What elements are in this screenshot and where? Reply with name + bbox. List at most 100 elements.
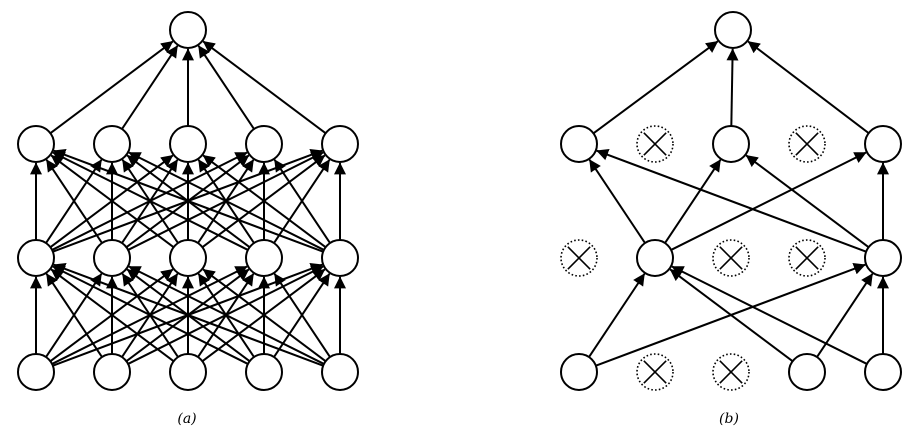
panel-b-hidden1-dropped-unit: [712, 239, 750, 277]
cross-icon: [795, 246, 819, 270]
panel-a-connection-arrow: [45, 273, 103, 358]
panel-a-output-unit: [169, 11, 207, 49]
panel-b-hidden2-unit: [864, 125, 902, 163]
panel-a-edges: [30, 40, 346, 367]
panel-a-connection-arrow: [273, 159, 331, 244]
cross-icon: [567, 246, 591, 270]
panel-a-hidden1-unit: [93, 239, 131, 277]
panel-b-connection-arrow: [588, 273, 646, 358]
panel-a-hidden1-unit: [245, 239, 283, 277]
panel-b-connection-arrow: [670, 151, 867, 251]
panel-a: (a): [17, 11, 359, 427]
unit-circle: [636, 239, 674, 277]
unit-circle: [714, 11, 752, 49]
panel-b-connection-arrow: [664, 159, 722, 244]
panel-a-connection-arrow: [52, 151, 249, 251]
panel-a-input-unit: [245, 353, 283, 391]
panel-b-hidden2-dropped-unit: [636, 125, 674, 163]
unit-circle: [712, 125, 750, 163]
panel-b-hidden1-unit: [864, 239, 902, 277]
panel-a-nodes: [17, 11, 359, 391]
cross-icon: [643, 360, 667, 384]
panel-b-output-unit: [714, 11, 752, 49]
panel-b-connection-arrow: [588, 159, 646, 244]
panel-b-connection-arrow: [816, 273, 874, 358]
unit-circle: [17, 353, 55, 391]
panel-b-connection-arrow: [596, 149, 867, 253]
panel-b-hidden1-dropped-unit: [560, 239, 598, 277]
panel-b-hidden1-dropped-unit: [788, 239, 826, 277]
panel-a-hidden2-unit: [169, 125, 207, 163]
unit-circle: [245, 353, 283, 391]
panel-b-hidden2-dropped-unit: [788, 125, 826, 163]
cross-icon: [643, 132, 667, 156]
panel-a-hidden2-unit: [17, 125, 55, 163]
panel-a-hidden1-unit: [17, 239, 55, 277]
panel-a-caption: (a): [177, 411, 196, 427]
unit-circle: [864, 353, 902, 391]
unit-circle: [169, 11, 207, 49]
panel-a-connection-arrow: [50, 268, 175, 363]
unit-circle: [93, 125, 131, 163]
panel-a-connection-arrow: [128, 151, 325, 251]
unit-circle: [93, 353, 131, 391]
panel-a-input-unit: [93, 353, 131, 391]
panel-a-hidden2-unit: [245, 125, 283, 163]
panel-a-input-unit: [169, 353, 207, 391]
panel-a-hidden2-unit: [93, 125, 131, 163]
unit-circle: [17, 125, 55, 163]
panel-a-connection-arrow: [53, 149, 324, 253]
unit-circle: [321, 353, 359, 391]
panel-b-connection-arrow: [747, 40, 870, 134]
panel-a-input-unit: [17, 353, 55, 391]
unit-circle: [788, 353, 826, 391]
panel-b-caption: (b): [719, 411, 739, 427]
unit-circle: [93, 239, 131, 277]
panel-b-hidden2-unit: [712, 125, 750, 163]
unit-circle: [245, 239, 283, 277]
panel-b-input-dropped-unit: [712, 353, 750, 391]
panel-a-input-unit: [321, 353, 359, 391]
panel-b-edges: [588, 40, 889, 367]
panel-b-connection-arrow: [745, 154, 870, 248]
unit-circle: [169, 125, 207, 163]
unit-circle: [864, 239, 902, 277]
panel-b-input-unit: [788, 353, 826, 391]
unit-circle: [17, 239, 55, 277]
unit-circle: [560, 353, 598, 391]
cross-icon: [719, 360, 743, 384]
panel-b-hidden2-unit: [560, 125, 598, 163]
panel-a-connection-arrow: [273, 273, 331, 358]
panel-b-hidden1-unit: [636, 239, 674, 277]
panel-b-input-unit: [864, 353, 902, 391]
unit-circle: [321, 239, 359, 277]
panel-b-connection-arrow: [671, 265, 868, 365]
panel-a-connection-arrow: [202, 268, 327, 363]
cross-icon: [719, 246, 743, 270]
panel-a-hidden2-unit: [321, 125, 359, 163]
panel-a-connection-arrow: [45, 159, 103, 244]
panel-b-connection-arrow: [669, 268, 794, 363]
unit-circle: [245, 125, 283, 163]
panel-a-connection-arrow: [128, 265, 325, 365]
cross-icon: [795, 132, 819, 156]
panel-b: (b): [560, 11, 902, 427]
panel-a-connection-arrow: [52, 265, 249, 365]
panel-b-input-dropped-unit: [636, 353, 674, 391]
unit-circle: [864, 125, 902, 163]
panel-a-connection-arrow: [202, 40, 327, 134]
panel-a-connection-arrow: [49, 40, 174, 134]
panel-a-hidden1-unit: [321, 239, 359, 277]
unit-circle: [560, 125, 598, 163]
panel-a-connection-arrow: [50, 154, 175, 248]
panel-b-connection-arrow: [592, 40, 719, 135]
panel-b-nodes: [560, 11, 902, 391]
panel-a-connection-arrow: [53, 263, 324, 367]
unit-circle: [169, 353, 207, 391]
panel-a-connection-arrow: [121, 45, 179, 130]
panel-b-connection-arrow: [726, 48, 739, 127]
unit-circle: [169, 239, 207, 277]
panel-a-connection-arrow: [197, 45, 255, 130]
panel-a-hidden1-unit: [169, 239, 207, 277]
